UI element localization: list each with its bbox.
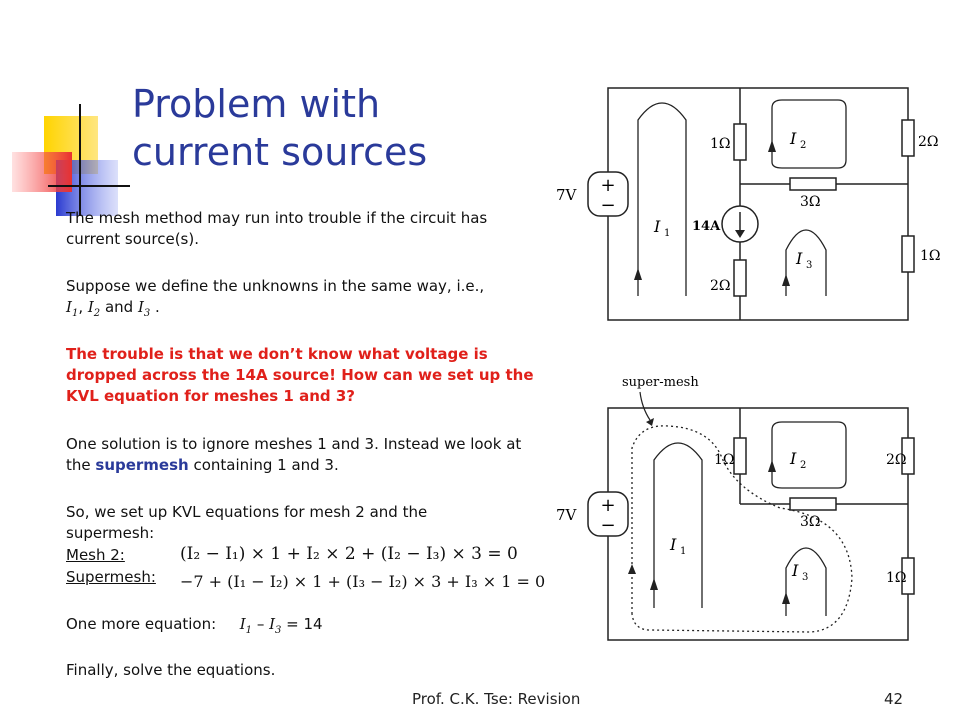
svg-text:I: I [795,249,803,268]
mesh-1-loop [637,102,687,296]
one-more-equation: One more equation: I1 – I3 = 14 [66,615,323,636]
var-i1: I1 [66,298,79,319]
resistor-1ohm-right [901,235,915,273]
mesh-2-loop [771,99,847,169]
mesh-2-loop [771,421,847,489]
svg-text:2: 2 [800,140,806,151]
voltage-source-2: + − 7V [556,491,629,537]
resistor-1ohm-right [901,557,915,595]
svg-text:2Ω: 2Ω [918,134,939,150]
var-i3: I3 [137,298,151,319]
svg-text:1Ω: 1Ω [886,570,907,586]
svg-text:2: 2 [800,460,806,471]
intro-paragraph: The mesh method may run into trouble if … [66,209,488,248]
resistor-1ohm [733,123,747,161]
resistor-1ohm [733,437,747,475]
var-i2: I2 [87,298,101,319]
resistor-3ohm [789,177,837,191]
svg-text:2Ω: 2Ω [886,452,907,468]
svg-text:1Ω: 1Ω [710,136,731,152]
svg-text:3: 3 [806,260,812,271]
solution-paragraph: One solution is to ignore meshes 1 and 3… [66,435,522,474]
unknowns-paragraph: Suppose we define the unknowns in the sa… [66,277,485,319]
resistor-2ohm-right [901,119,915,157]
page-number: 42 [884,690,904,708]
trouble-paragraph: The trouble is that we don’t know what v… [66,345,534,405]
current-source-14a: 14A [692,205,759,243]
super-mesh-label: super-mesh [622,375,699,390]
resistor-3ohm [789,497,837,511]
mesh-1-loop [653,442,703,608]
title-line-1: Problem with [132,82,381,126]
svg-text:14A: 14A [692,219,721,234]
svg-text:3Ω: 3Ω [800,194,821,210]
voltage-source-1: + − 7V [556,171,629,217]
supermesh-term: supermesh [95,456,189,474]
svg-text:3Ω: 3Ω [800,514,821,530]
resistor-2ohm-bottom [733,259,747,297]
resistor-2ohm-right [901,437,915,475]
svg-text:1Ω: 1Ω [714,452,735,468]
svg-text:I: I [791,561,799,580]
svg-text:I: I [653,217,661,236]
svg-text:+: + [600,175,615,196]
circuit-diagram-1: + − 7V 1Ω 2Ω 3Ω 1Ω 2Ω 14A I 1 I 2 I 3 [556,87,941,321]
svg-text:I: I [669,535,677,554]
svg-text:−: − [600,195,615,216]
mesh-3-loop [785,229,827,296]
svg-text:3: 3 [802,572,808,583]
svg-text:−: − [600,515,615,536]
title-line-2: current sources [132,130,428,174]
kvl-paragraph: So, we set up KVL equations for mesh 2 a… [66,503,428,542]
svg-text:1Ω: 1Ω [920,248,941,264]
mesh2-label: Mesh 2: [66,546,125,564]
svg-text:7V: 7V [556,506,578,524]
supermesh-loop [631,425,853,633]
footer: Prof. C.K. Tse: Revision [412,690,581,708]
svg-text:1: 1 [680,546,686,557]
svg-text:I: I [789,449,797,468]
corner-decoration [12,104,130,216]
circuit-diagram-2: super-mesh + − 7V 1Ω 2Ω 3Ω 1Ω I 1 I 2 I … [556,375,915,641]
svg-text:I: I [789,129,797,148]
svg-text:+: + [600,495,615,516]
unknowns-text: Suppose we define the unknowns in the sa… [66,277,485,295]
svg-text:1: 1 [664,228,670,239]
supermesh-label: Supermesh: [66,568,156,586]
finally-line: Finally, solve the equations. [66,661,276,679]
svg-text:2Ω: 2Ω [710,278,731,294]
svg-text:7V: 7V [556,186,578,204]
supermesh-equation: −7 + (I₁ − I₂) × 1 + (I₃ − I₂) × 3 + I₃ … [180,572,546,591]
mesh-3-loop [785,547,827,616]
page-title: Problem with current sources [132,80,552,176]
mesh2-equation: (I₂ − I₁) × 1 + I₂ × 2 + (I₂ − I₃) × 3 =… [180,544,518,564]
